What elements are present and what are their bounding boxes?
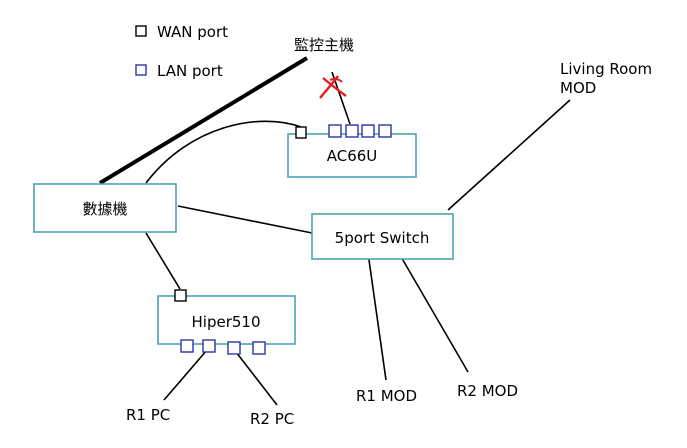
line-switch-to-r2-mod — [399, 254, 469, 373]
line-switch-to-living-room-mod — [447, 99, 571, 211]
line-hiper-to-r1-pc — [163, 349, 208, 401]
legend-wan-swatch — [135, 25, 147, 37]
line-modem-to-switch — [177, 205, 313, 234]
legend-wan-label: WAN port — [157, 23, 228, 41]
switch-node: 5port Switch — [311, 213, 454, 260]
hiper-lan-port-3 — [227, 341, 241, 355]
ac66u-label: AC66U — [327, 147, 378, 165]
modem-label: 數據機 — [82, 200, 127, 218]
hiper-label: Hiper510 — [192, 313, 261, 331]
switch-box — [311, 213, 454, 260]
legend-lan-label: LAN port — [157, 62, 223, 80]
line-modem-to-ac66u-wan — [145, 120, 302, 184]
ac66u-lan-port-1 — [328, 124, 342, 138]
line-modem-to-hiper-wan — [145, 232, 181, 290]
hiper-wan-port — [174, 289, 187, 302]
legend-lan-swatch — [135, 64, 147, 76]
ac66u-box — [287, 133, 417, 178]
ac66u-wan-port — [295, 126, 307, 139]
r1-pc-label: R1 PC — [126, 406, 170, 424]
hiper-lan-port-4 — [252, 341, 266, 355]
modem-box — [33, 183, 177, 233]
r1-mod-label: R1 MOD — [356, 387, 417, 405]
hiper-lan-port-1 — [180, 339, 194, 353]
disconnected-cross-mark — [319, 75, 347, 99]
monitor-host-label: 監控主機 — [294, 36, 354, 54]
ac66u-lan-port-2 — [345, 124, 359, 138]
ac66u-lan-port-4 — [378, 124, 392, 138]
hiper-node: Hiper510 — [157, 289, 296, 355]
hiper-box — [157, 295, 296, 345]
ac66u-node: AC66U — [287, 124, 417, 178]
line-hiper-to-r2-pc — [235, 351, 278, 406]
hiper-lan-port-2 — [202, 339, 216, 353]
living-room-mod-line-1: Living Room — [560, 60, 652, 78]
r2-mod-label: R2 MOD — [457, 382, 518, 400]
modem-node: 數據機 — [33, 183, 177, 233]
r2-pc-label: R2 PC — [250, 410, 294, 428]
ac66u-lan-port-3 — [361, 124, 375, 138]
line-monitor-to-modem — [98, 56, 309, 185]
switch-label: 5port Switch — [335, 229, 430, 247]
living-room-mod-line-2: MOD — [560, 79, 596, 97]
line-switch-to-r1-mod — [367, 252, 387, 381]
living-room-mod-label: Living Room MOD — [560, 60, 657, 97]
